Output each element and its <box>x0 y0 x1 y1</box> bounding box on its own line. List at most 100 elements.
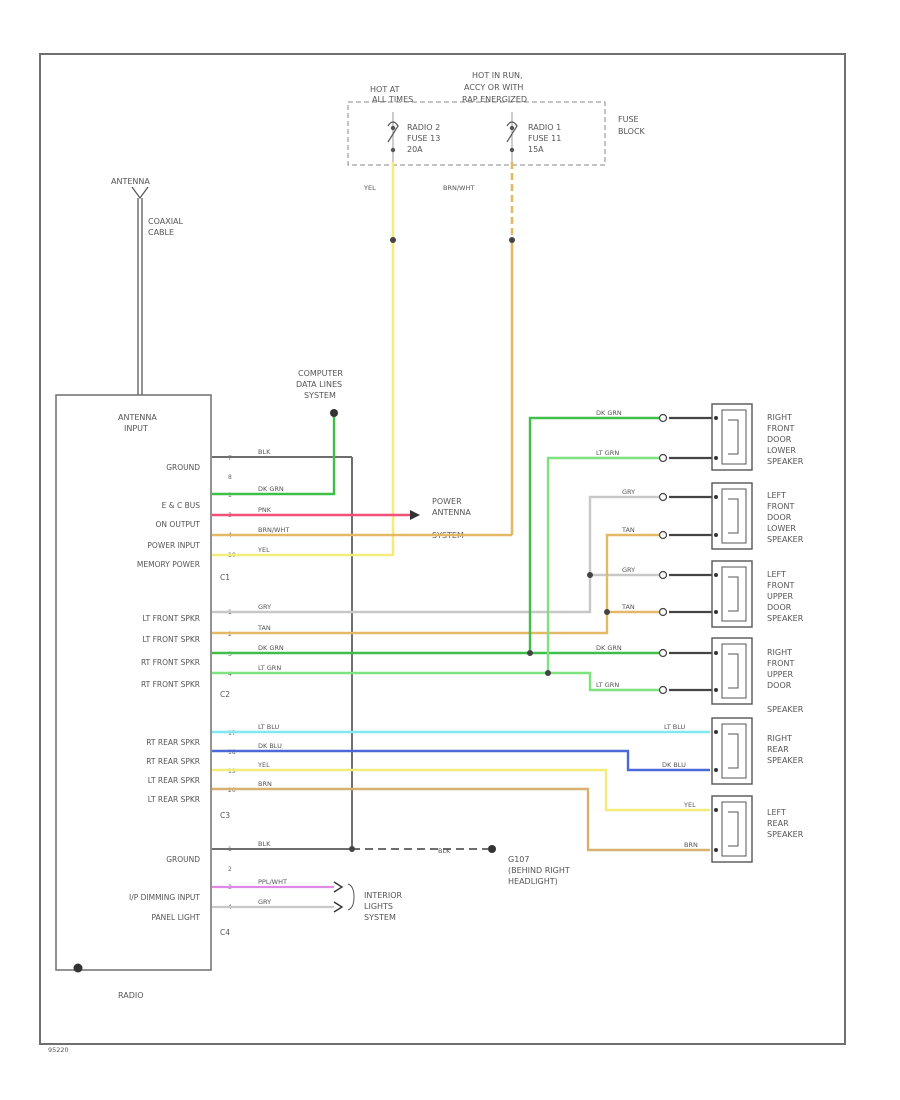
connector-c1: C1 <box>220 573 230 582</box>
wire-tan-lt-front <box>212 533 660 635</box>
rr-line2: REAR <box>767 745 789 754</box>
rr-line3: SPEAKER <box>767 756 804 765</box>
tan-lower-label: TAN <box>621 526 635 534</box>
wire-lt-grn-rt-front <box>212 671 660 692</box>
blk-c1-label: BLK <box>258 448 271 456</box>
gry-lower-label: GRY <box>622 488 635 496</box>
rfud-line4: DOOR <box>767 681 792 690</box>
pin-lt-rear-spkr-1: LT REAR SPKR <box>148 776 200 785</box>
g107-line1: G107 <box>508 855 529 864</box>
pin-ec-bus: E & C BUS <box>162 501 201 510</box>
pin-num-c2-3: 4 <box>228 671 232 678</box>
radio-unit: ANTENNA INPUT GROUND E & C BUS ON OUTPUT… <box>55 394 230 1000</box>
wire-brn-lt-rear <box>212 787 710 852</box>
pin-lt-front-spkr-2: LT FRONT SPKR <box>142 635 200 644</box>
g107-line3: HEADLIGHT) <box>508 877 558 886</box>
pin-power-input: POWER INPUT <box>147 541 200 550</box>
interior-lights-brace <box>347 883 355 911</box>
blk-ground-label: BLK <box>438 847 451 855</box>
figure-code: 95220 <box>48 1046 69 1054</box>
radio1-fuse-line3: 15A <box>528 145 544 154</box>
lfdl-line4: LOWER <box>767 524 796 533</box>
rfud-line5: SPEAKER <box>767 705 804 714</box>
speaker-left-front-upper-door: LEFT FRONT UPPER DOOR SPEAKER <box>711 560 804 628</box>
connector-c2: C2 <box>220 690 230 699</box>
interior-lights-line1: INTERIOR <box>364 891 403 900</box>
speaker-right-front-door-lower: RIGHT FRONT DOOR LOWER SPEAKER <box>711 403 804 471</box>
antenna: ANTENNA COAXIAL CABLE <box>111 177 184 395</box>
pin-lt-front-spkr-1: LT FRONT SPKR <box>142 614 200 623</box>
rfdl-line3: DOOR <box>767 435 792 444</box>
wire-gry-lt-front <box>212 495 660 614</box>
coaxial-cable-line2: CABLE <box>148 228 174 237</box>
lfud-line1: LEFT <box>767 570 786 579</box>
radio2-fuse-line3: 20A <box>407 145 423 154</box>
dk-blu-c3-label: DK BLU <box>258 742 282 750</box>
brn-spkr-label: BRN <box>684 841 698 849</box>
brn-c3-label: BRN <box>258 780 272 788</box>
pin-num-c2-2: 3 <box>228 651 232 658</box>
lfdl-line2: FRONT <box>767 502 794 511</box>
lfud-line5: SPEAKER <box>767 614 804 623</box>
pin-num-c3-2: 19 <box>228 768 236 775</box>
tan-c2-label: TAN <box>257 624 271 632</box>
yel-c1-label: YEL <box>257 546 270 554</box>
rfdl-line2: FRONT <box>767 424 794 433</box>
dk-blu-spkr-label: DK BLU <box>662 761 686 769</box>
pin-num-c3-1: 18 <box>228 749 236 756</box>
dk-grn-upper-label: DK GRN <box>596 644 622 652</box>
pin-num-c1-1: 8 <box>228 474 232 481</box>
rfdl-line5: SPEAKER <box>767 457 804 466</box>
pin-rt-rear-spkr-1: RT REAR SPKR <box>146 738 200 747</box>
power-antenna-line1: POWER <box>432 497 462 506</box>
lt-grn-lower-label: LT GRN <box>596 449 619 457</box>
lr-line3: SPEAKER <box>767 830 804 839</box>
computer-data-lines-connector <box>330 409 338 417</box>
computer-data-lines-line2: DATA LINES <box>296 380 342 389</box>
lt-grn-c2-label: LT GRN <box>258 664 281 672</box>
rfud-line3: UPPER <box>767 670 794 679</box>
lfud-line4: DOOR <box>767 603 792 612</box>
rr-line1: RIGHT <box>767 734 792 743</box>
antenna-input-line1: ANTENNA <box>118 413 157 422</box>
lt-blu-c3-label: LT BLU <box>258 723 280 731</box>
lfdl-line1: LEFT <box>767 491 786 500</box>
wire-lt-grn-rt-front-lower <box>546 456 660 673</box>
speaker-right-rear: RIGHT REAR SPEAKER <box>711 717 804 785</box>
pin-num-c3-0: 17 <box>228 730 236 737</box>
wire-dk-grn-ec-bus <box>212 415 336 496</box>
pin-panel-light: PANEL LIGHT <box>151 913 200 922</box>
tan-upper-label: TAN <box>621 603 635 611</box>
fuse-block-label-line2: BLOCK <box>618 127 646 136</box>
panel-light-arrow <box>333 901 344 913</box>
splice-ground <box>349 846 355 852</box>
dk-grn-lower-label: DK GRN <box>596 409 622 417</box>
rfud-line1: RIGHT <box>767 648 792 657</box>
pin-ground-c4: GROUND <box>166 855 200 864</box>
radio1-fuse-line1: RADIO 1 <box>528 123 561 132</box>
yel-spkr-label: YEL <box>683 801 696 809</box>
radio2-fuse: RADIO 2 FUSE 13 20A <box>387 112 440 162</box>
gry-c4-label: GRY <box>258 898 271 906</box>
dk-grn-c2-label: DK GRN <box>258 644 284 652</box>
pin-rt-front-spkr-2: RT FRONT SPKR <box>141 680 200 689</box>
speaker-connector-stubs <box>658 413 712 695</box>
yel-feed-label: YEL <box>363 184 376 192</box>
antenna-icon <box>131 186 149 200</box>
lfud-line3: UPPER <box>767 592 794 601</box>
speaker-right-front-upper-door: RIGHT FRONT UPPER DOOR SPEAKER <box>711 637 804 714</box>
speaker-left-rear: LEFT REAR SPEAKER <box>711 795 804 863</box>
splice-gry <box>587 572 593 578</box>
splice-yel <box>390 237 396 243</box>
connector-c4: C4 <box>220 928 230 937</box>
connector-c3: C3 <box>220 811 230 820</box>
hot-at-all-times-line1: HOT AT <box>370 85 400 94</box>
radio1-fuse: RADIO 1 FUSE 11 15A <box>506 112 561 162</box>
pin-ip-dimming-input: I/P DIMMING INPUT <box>129 893 200 902</box>
computer-data-lines-line1: COMPUTER <box>298 369 343 378</box>
pin-rt-rear-spkr-2: RT REAR SPKR <box>146 757 200 766</box>
yel-c3-label: YEL <box>257 761 270 769</box>
g107-ground-point <box>488 845 496 853</box>
rfdl-line4: LOWER <box>767 446 796 455</box>
gry-upper-label: GRY <box>622 566 635 574</box>
